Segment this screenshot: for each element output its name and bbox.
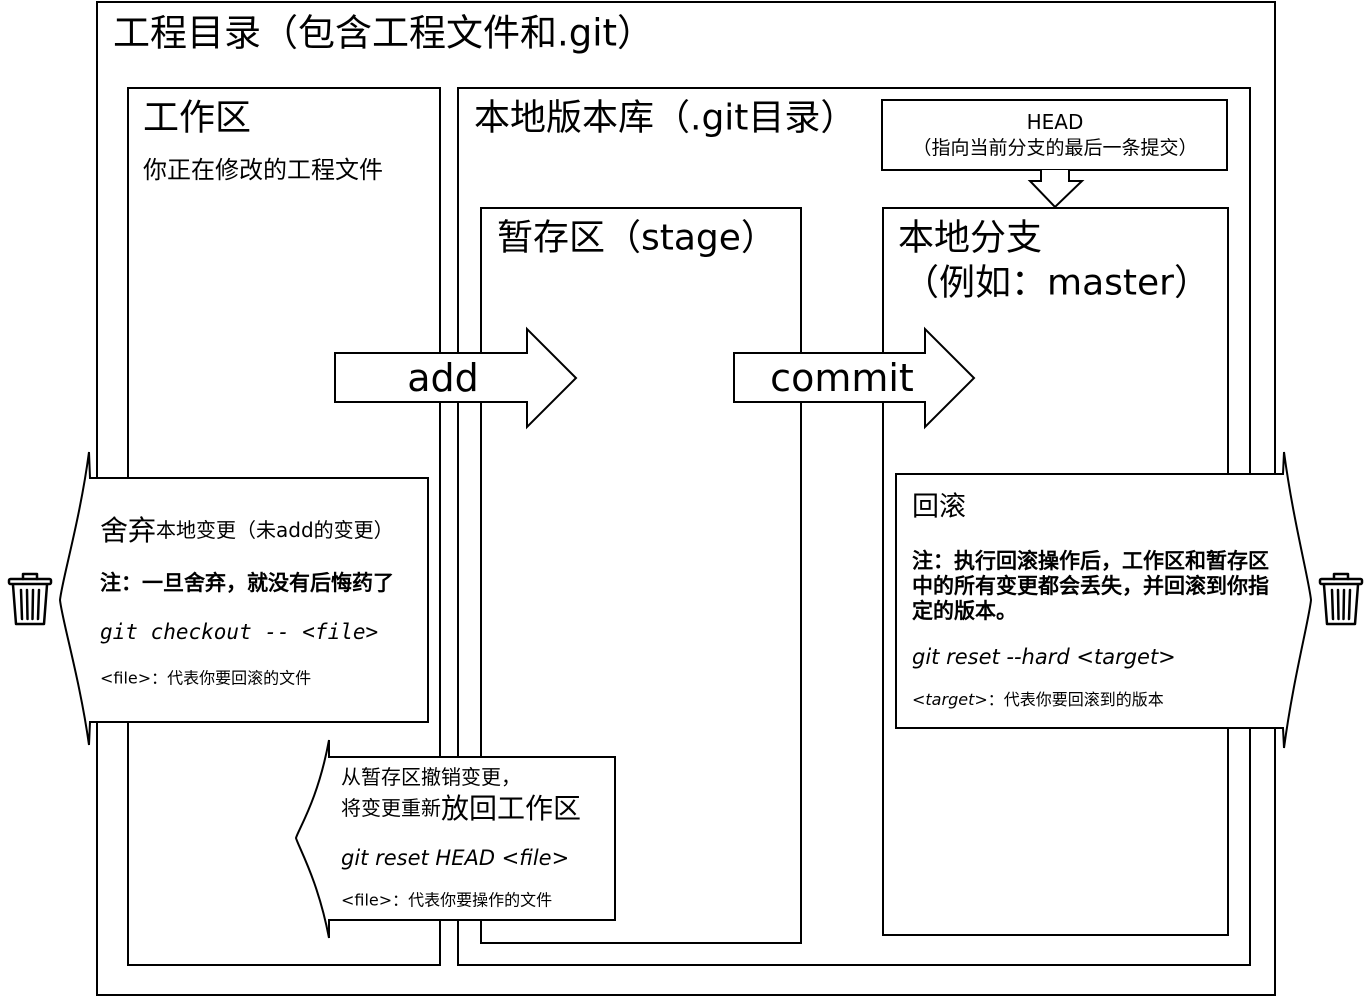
commit-arrow-shape [733, 326, 976, 430]
unstage-command: git reset HEAD <file> [341, 846, 569, 870]
head-pointer-arrow [1027, 170, 1085, 209]
discard-arrow-shape [58, 451, 429, 746]
unstage-line2-small: 将变更重新 [341, 796, 441, 820]
head-label: HEAD [1027, 110, 1084, 134]
local-repo-title: 本地版本库（.git目录） [474, 98, 856, 139]
unstage-line1: 从暂存区撤销变更， [341, 765, 521, 789]
discard-note: 注：一旦舍弃，就没有后悔药了 [100, 571, 394, 595]
rollback-note-line: 中的所有变更都会丢失，并回滚到你指 [912, 574, 1269, 598]
discard-title-object: 本地变更（未add的变更） [156, 518, 394, 542]
discard-command: git checkout -- <file> [100, 620, 378, 644]
add-arrow: add [334, 326, 578, 430]
stage-title: 暂存区（stage） [497, 218, 777, 259]
commit-arrow-label: commit [770, 356, 914, 400]
rollback-arrow: 回滚 注：执行回滚操作后，工作区和暂存区 中的所有变更都会丢失，并回滚到你指 定… [895, 451, 1313, 749]
head-box [881, 99, 1228, 171]
trash-icon [1318, 572, 1364, 626]
local-branch-example: （例如：master） [903, 263, 1210, 304]
discard-arrow: 舍弃本地变更（未add的变更） 注：一旦舍弃，就没有后悔药了 git check… [58, 451, 429, 746]
unstage-line2-big: 放回工作区 [441, 792, 581, 825]
rollback-legend: <target>：代表你要回滚到的版本 [912, 690, 1164, 709]
discard-legend: <file>：代表你要回滚的文件 [100, 669, 311, 688]
discard-title-action: 舍弃 [100, 514, 156, 547]
rollback-title: 回滚 [912, 492, 966, 523]
rollback-legend-term: <target> [912, 690, 988, 709]
rollback-arrow-shape [895, 451, 1313, 749]
workspace-subtitle: 你正在修改的工程文件 [143, 156, 383, 184]
rollback-command: git reset --hard <target> [912, 645, 1176, 669]
add-arrow-shape [334, 326, 578, 430]
discard-title: 舍弃本地变更（未add的变更） [100, 514, 394, 547]
local-branch-title: 本地分支 [898, 218, 1042, 259]
rollback-legend-text: ：代表你要回滚到的版本 [988, 690, 1164, 709]
unstage-arrow: 从暂存区撤销变更， 将变更重新放回工作区 git reset HEAD <fil… [294, 739, 616, 939]
add-arrow-label: add [407, 356, 479, 400]
project-title: 工程目录（包含工程文件和.git） [113, 12, 654, 55]
trash-icon [7, 572, 53, 626]
rollback-note-line: 注：执行回滚操作后，工作区和暂存区 [912, 549, 1269, 573]
unstage-line2: 将变更重新放回工作区 [341, 792, 581, 825]
workspace-title: 工作区 [143, 98, 251, 139]
unstage-arrow-shape [294, 739, 616, 939]
commit-arrow: commit [733, 326, 976, 430]
unstage-legend: <file>：代表你要操作的文件 [341, 891, 552, 910]
head-description: （指向当前分支的最后一条提交） [912, 137, 1197, 159]
rollback-note-line: 定的版本。 [912, 599, 1017, 623]
